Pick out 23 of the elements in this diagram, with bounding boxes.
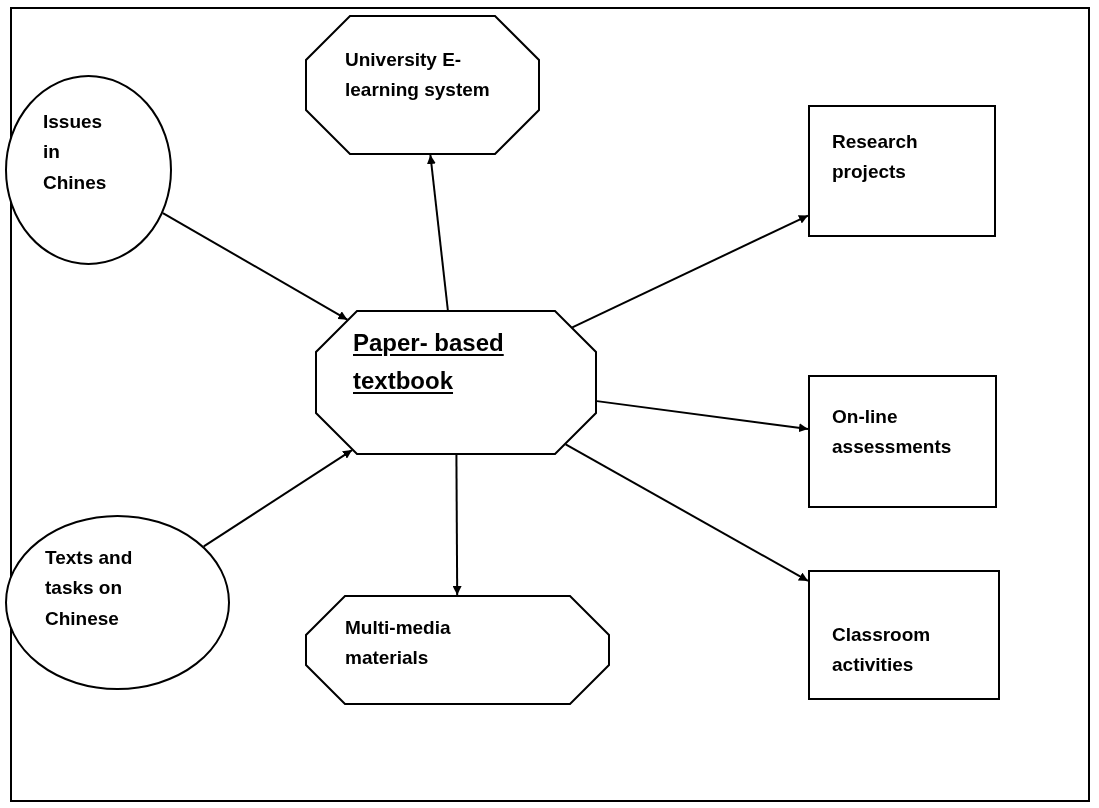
arrow xyxy=(571,214,809,329)
arrow xyxy=(564,443,809,582)
octagon-shape xyxy=(305,15,540,155)
node-label: Issues in Chines xyxy=(43,110,108,195)
arrow xyxy=(161,212,349,321)
octagon-shape xyxy=(305,595,610,705)
rectangle-box xyxy=(808,375,997,508)
rectangle-box xyxy=(808,105,996,237)
arrow xyxy=(452,454,462,596)
arrow xyxy=(426,154,449,311)
ellipse-shape xyxy=(5,75,172,265)
rectangle-box xyxy=(808,570,1000,700)
node-label: Multi-media materials xyxy=(345,616,452,671)
octagon-shape xyxy=(315,310,597,455)
node-label: On-line assessments xyxy=(832,405,953,460)
node-label: University E-learning system xyxy=(345,48,491,103)
node-label: Paper- based textbook xyxy=(353,328,505,397)
arrow xyxy=(202,449,354,548)
arrow xyxy=(596,400,809,433)
node-label: Classroom activities xyxy=(832,623,932,678)
ellipse-shape xyxy=(5,515,230,690)
node-label: Texts and tasks on Chinese xyxy=(45,546,134,631)
node-label: Research projects xyxy=(832,130,919,185)
